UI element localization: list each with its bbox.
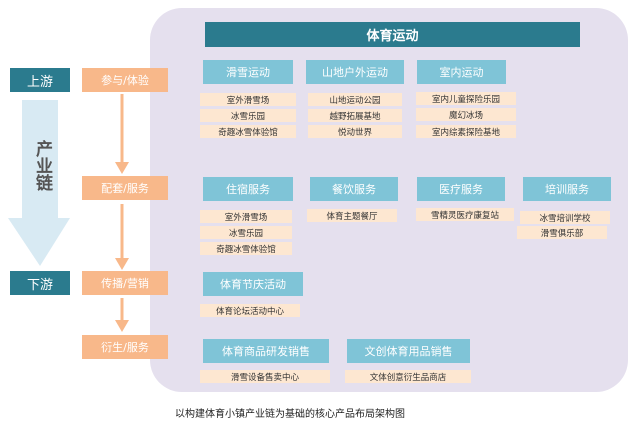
- category-skiing: 滑雪运动: [203, 60, 293, 84]
- diagram-title: 体育运动: [205, 22, 580, 47]
- product-item: 奇趣冰雪体验馆: [200, 125, 296, 138]
- category-cultural-goods: 文创体育用品销售: [347, 339, 470, 363]
- product-item: 室外滑雪场: [200, 93, 296, 106]
- product-item: 奇趣冰雪体验馆: [200, 242, 292, 255]
- downstream-label: 下游: [10, 271, 70, 295]
- category-sports-goods-rd: 体育商品研发销售: [203, 339, 329, 363]
- upstream-label: 上游: [10, 68, 70, 92]
- level-participation: 参与/体验: [82, 68, 168, 92]
- product-item: 悦动世界: [308, 125, 402, 138]
- product-item: 雪精灵医疗康复站: [416, 208, 514, 221]
- product-item: 体育主题餐厅: [307, 209, 397, 222]
- category-dining: 餐饮服务: [310, 177, 398, 201]
- product-item: 文体创意衍生品商店: [345, 370, 471, 383]
- product-item: 室外滑雪场: [200, 210, 292, 223]
- flow-arrows: [115, 94, 129, 332]
- product-item: 滑雪俱乐部: [517, 226, 607, 239]
- product-item: 滑雪设备售卖中心: [200, 370, 330, 383]
- level-derivative: 衍生/服务: [82, 335, 168, 359]
- product-item: 室内综素探险基地: [416, 125, 516, 138]
- product-item: 冰雪乐园: [200, 226, 292, 239]
- product-item: 越野拓展基地: [308, 109, 402, 122]
- product-item: 室内儿童探险乐园: [416, 92, 516, 105]
- category-training: 培训服务: [523, 177, 611, 201]
- product-item: 魔幻冰场: [416, 108, 516, 121]
- level-support: 配套/服务: [82, 176, 168, 200]
- category-medical: 医疗服务: [417, 177, 505, 201]
- category-sports-festival: 体育节庆活动: [203, 272, 303, 296]
- industry-chain-arrow: [8, 100, 70, 266]
- product-item: 冰雪培训学校: [520, 211, 610, 224]
- category-lodging: 住宿服务: [203, 177, 293, 201]
- product-item: 冰雪乐园: [200, 109, 296, 122]
- product-item: 体育论坛活动中心: [200, 304, 300, 317]
- industry-chain-label: 产业链: [32, 140, 52, 191]
- product-item: 山地运动公园: [308, 93, 402, 106]
- category-mountain-outdoor: 山地户外运动: [306, 60, 404, 84]
- category-indoor: 室内运动: [417, 60, 506, 84]
- figure-caption: 以构建体育小镇产业链为基础的核心产品布局架构图: [175, 409, 405, 420]
- level-marketing: 传播/营销: [82, 271, 168, 295]
